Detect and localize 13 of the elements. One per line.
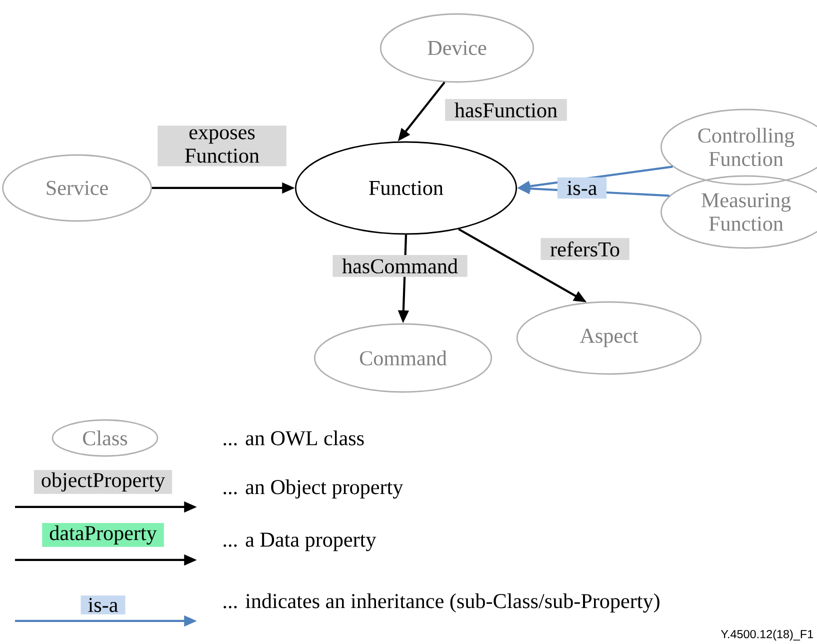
sample-label: is-a <box>80 596 126 614</box>
edge-label: exposes Function <box>158 126 286 166</box>
legend-text: ... a Data property <box>224 532 376 552</box>
figure-id: Y.4500.12(18)_F1 <box>720 630 814 641</box>
edge-label: hasFunction <box>445 99 567 121</box>
edge-label: hasCommand <box>332 255 468 277</box>
edge-label: is-a <box>557 177 607 199</box>
sample-label: objectProperty <box>34 470 172 494</box>
edge-label: refersTo <box>540 238 630 260</box>
sample-label: dataProperty <box>42 523 164 547</box>
legend-text: ... an OWL class <box>224 430 364 446</box>
legend-text: ... an Object property <box>224 479 404 499</box>
legend-text: ... indicates an inheritance (sub-Class/sub-Property) <box>224 593 660 613</box>
